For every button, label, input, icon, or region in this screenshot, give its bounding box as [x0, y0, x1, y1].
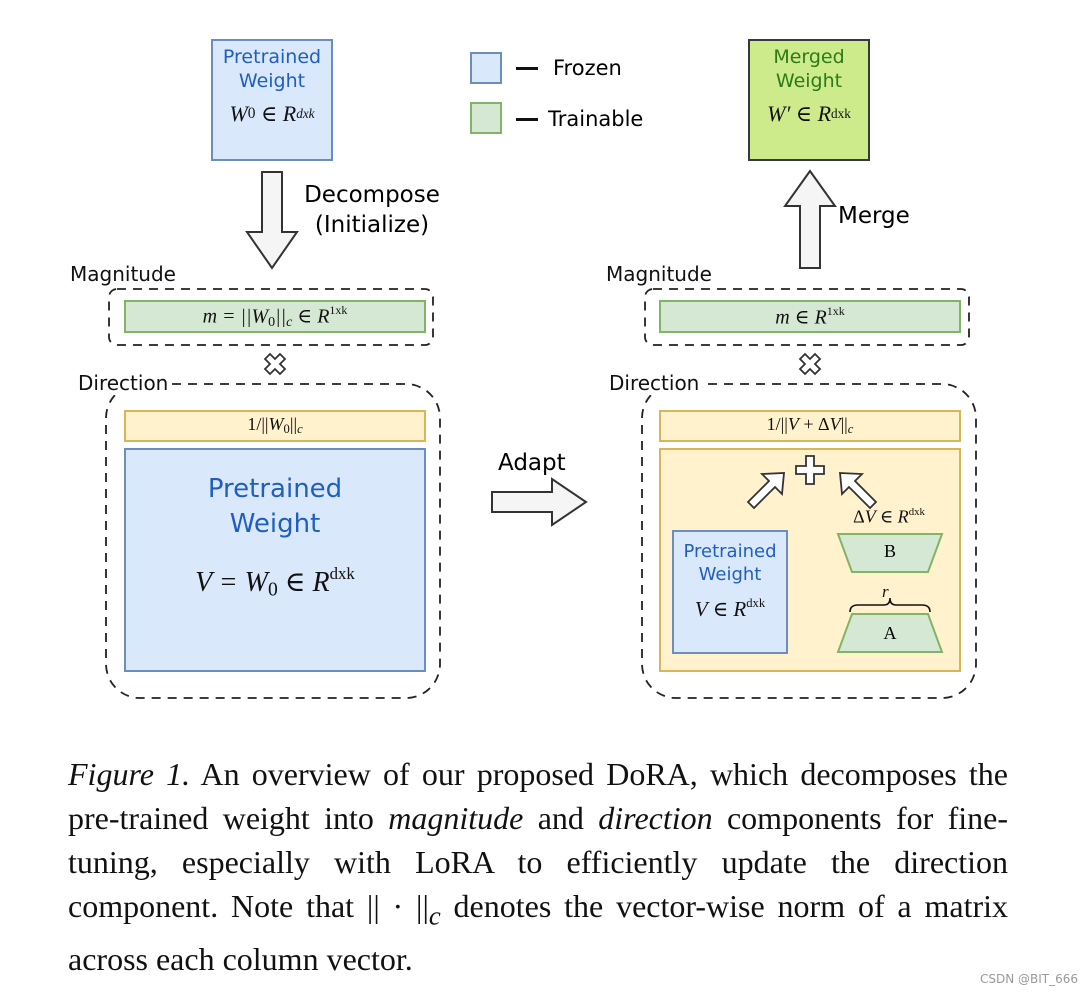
caption-text-3: components for fine-tuning, especially w…: [68, 800, 1009, 924]
merge-arrow-icon: [783, 169, 837, 269]
right-norm-bar: 1/||V + ΔV||c: [659, 410, 961, 442]
caption-norm-subscript: c: [428, 900, 441, 931]
merged-weight-title-line1: Merged: [773, 46, 845, 68]
caption-direction-word: direction: [598, 800, 713, 836]
figure-caption: Figure 1. An overview of our proposed Do…: [68, 752, 1008, 981]
right-direction-group-border: [641, 383, 977, 699]
decompose-arrow-icon: [245, 171, 299, 270]
left-direction-title: Pretrained Weight: [126, 472, 424, 542]
merged-weight-title: Merged Weight: [750, 45, 868, 93]
decompose-label-line1: Decompose: [304, 182, 440, 208]
delta-v-formula: ΔV ∈ Rdxk: [853, 506, 925, 527]
left-direction-group-border: [105, 383, 441, 699]
right-direction-label: Direction: [605, 371, 704, 395]
merge-label: Merge: [838, 203, 910, 229]
caption-text-2: and: [523, 800, 599, 836]
rank-brace-icon: [849, 597, 931, 613]
delta-to-plus-arrow-icon: [839, 472, 878, 510]
right-pretrained-weight-title-line1: Pretrained: [683, 541, 777, 562]
caption-figure-label: Figure 1.: [68, 756, 191, 792]
left-direction-title-line2: Weight: [229, 509, 321, 539]
legend-frozen-label: Frozen: [553, 56, 622, 80]
right-magnitude-label: Magnitude: [602, 262, 716, 286]
caption-text-4: denotes the vector-wise norm of a matrix…: [68, 888, 1009, 978]
adapt-label: Adapt: [498, 450, 566, 476]
decompose-label-line2: (Initialize): [314, 212, 430, 238]
left-direction-label: Direction: [74, 371, 173, 395]
right-magnitude-group-border: [644, 288, 970, 346]
right-multiply-icon: [798, 352, 822, 376]
legend-trainable-swatch: [470, 102, 502, 134]
left-magnitude-group-border: [108, 288, 434, 346]
pretrained-weight-title-line2: Weight: [238, 70, 306, 92]
left-direction-formula: V = W0 ∈ Rdxk: [195, 564, 355, 601]
left-direction-title-line1: Pretrained: [207, 474, 343, 504]
left-norm-bar: 1/||W0||c: [124, 410, 426, 442]
right-pretrained-weight-title-line2: Weight: [698, 564, 762, 585]
merged-weight-title-line2: Weight: [775, 70, 843, 92]
lora-a-matrix: [836, 613, 944, 653]
pretrained-weight-title: Pretrained Weight: [213, 45, 331, 93]
lora-a-label: A: [883, 623, 897, 643]
left-multiply-icon: [263, 352, 287, 376]
lora-b-matrix: [836, 533, 944, 573]
legend-frozen-swatch: [470, 52, 502, 84]
caption-norm-symbol: || · ||: [366, 888, 429, 924]
adapt-arrow-icon: [491, 477, 588, 527]
left-direction-matrix: Pretrained Weight V = W0 ∈ Rdxk: [124, 448, 426, 672]
pretrained-weight-title-line1: Pretrained: [222, 46, 322, 68]
legend-trainable-label: Trainable: [548, 107, 644, 131]
right-pretrained-weight-box: Pretrained Weight V ∈ Rdxk: [672, 530, 788, 654]
legend-trainable-dash: [516, 118, 538, 121]
decompose-label: Decompose (Initialize): [302, 180, 442, 240]
watermark: CSDN @BIT_666: [979, 972, 1078, 986]
plus-icon: [795, 455, 825, 485]
left-magnitude-label: Magnitude: [66, 262, 180, 286]
left-magnitude-vector: m = ||W0||c ∈ R1xk: [124, 300, 426, 333]
pretrained-to-plus-arrow-icon: [746, 472, 785, 510]
caption-magnitude-word: magnitude: [388, 800, 524, 836]
right-pretrained-weight-title: Pretrained Weight: [674, 540, 786, 586]
lora-b-label: B: [883, 541, 896, 561]
caption-text-1: An overview of our proposed DoRA, which …: [68, 756, 1009, 836]
right-pretrained-weight-formula: V ∈ Rdxk: [694, 596, 766, 621]
right-magnitude-vector: m ∈ R1xk: [659, 300, 961, 333]
legend-frozen-dash: [516, 67, 538, 70]
rank-label: r: [882, 582, 889, 601]
